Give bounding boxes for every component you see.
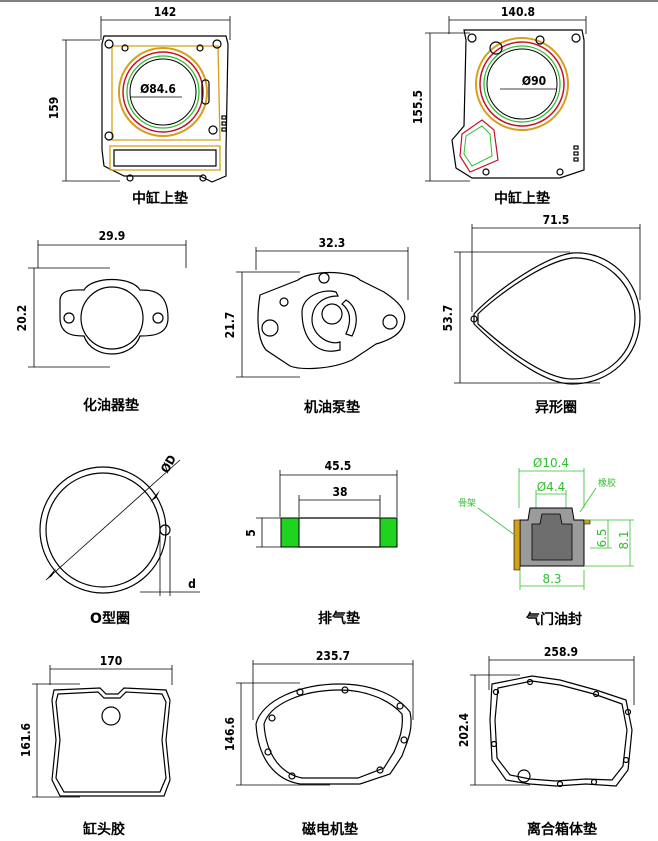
label-left: 骨架	[458, 498, 476, 509]
dim-width: 29.9	[99, 229, 126, 243]
valve-oil-seal: Ø10.4 Ø4.4 6.5 8.1 8.3 骨架 橡胶 气门油封	[458, 456, 634, 628]
caption: 中缸上垫	[132, 190, 188, 207]
dim-height: 202.4	[457, 712, 471, 747]
dim-id: Ø4.4	[537, 480, 566, 494]
dim-height: 53.7	[441, 305, 455, 332]
dim-diameter: ØD	[158, 453, 179, 476]
caption: 化油器垫	[83, 397, 139, 414]
gasket-clutch-case: 258.9 202.4 离合箱体垫	[457, 645, 635, 838]
dim-od: Ø10.4	[533, 456, 569, 470]
dim-width: 142	[154, 5, 177, 19]
gasket-magneto: 235.7 146.6 磁电机垫	[223, 649, 414, 838]
caption: 机油泵垫	[304, 399, 360, 416]
gasket-carburetor: 29.9 20.2 化油器垫	[15, 229, 187, 414]
dim-thickness: 5	[244, 529, 258, 537]
caption: 缸头胶	[83, 821, 125, 838]
gasket-irregular-ring: 71.5 53.7 异形圈	[441, 213, 641, 416]
caption: 中缸上垫	[494, 190, 550, 207]
dim-width: 71.5	[543, 213, 570, 227]
label-right: 橡胶	[598, 477, 616, 489]
gasket-cylinder-84: 142 159 Ø84.6 中缸上垫	[47, 5, 231, 207]
gasket-head-cover: 170 161.6 缸头胶	[19, 654, 173, 838]
caption: 异形圈	[535, 399, 577, 416]
gasket-oil-pump: 32.3 21.7 机油泵垫	[223, 236, 409, 416]
inner-diameter: Ø84.6	[140, 82, 176, 96]
caption: 排气垫	[318, 610, 360, 627]
dim-width: 140.8	[501, 5, 535, 19]
caption: 离合箱体垫	[527, 821, 597, 838]
caption: 气门油封	[525, 611, 582, 628]
dim-width: 32.3	[319, 236, 346, 250]
gasket-exhaust: 45.5 38 5 排气垫	[244, 459, 398, 627]
dim-height: 21.7	[223, 312, 237, 339]
dim-height: 159	[47, 97, 61, 120]
caption: 磁电机垫	[302, 821, 358, 838]
dim-h1: 6.5	[595, 528, 609, 547]
dim-height: 155.5	[411, 90, 425, 124]
caption: O型圈	[90, 610, 130, 627]
dim-inner: 38	[332, 485, 347, 499]
dim-width: 258.9	[544, 645, 578, 659]
dim-thickness: d	[188, 577, 196, 591]
dim-h2: 8.1	[617, 530, 631, 549]
gasket-cylinder-90: 140.8 155.5 Ø90 中缸上垫	[411, 5, 587, 207]
dim-height: 20.2	[15, 305, 29, 332]
gasket-o-ring: ØD d O型圈	[39, 453, 200, 627]
dim-width: 170	[100, 654, 123, 668]
dim-outer: 45.5	[325, 459, 352, 473]
inner-diameter: Ø90	[522, 74, 546, 88]
dim-height: 146.6	[223, 717, 237, 751]
dim-w: 8.3	[542, 572, 561, 586]
dim-width: 235.7	[316, 649, 350, 663]
dim-height: 161.6	[19, 723, 33, 757]
